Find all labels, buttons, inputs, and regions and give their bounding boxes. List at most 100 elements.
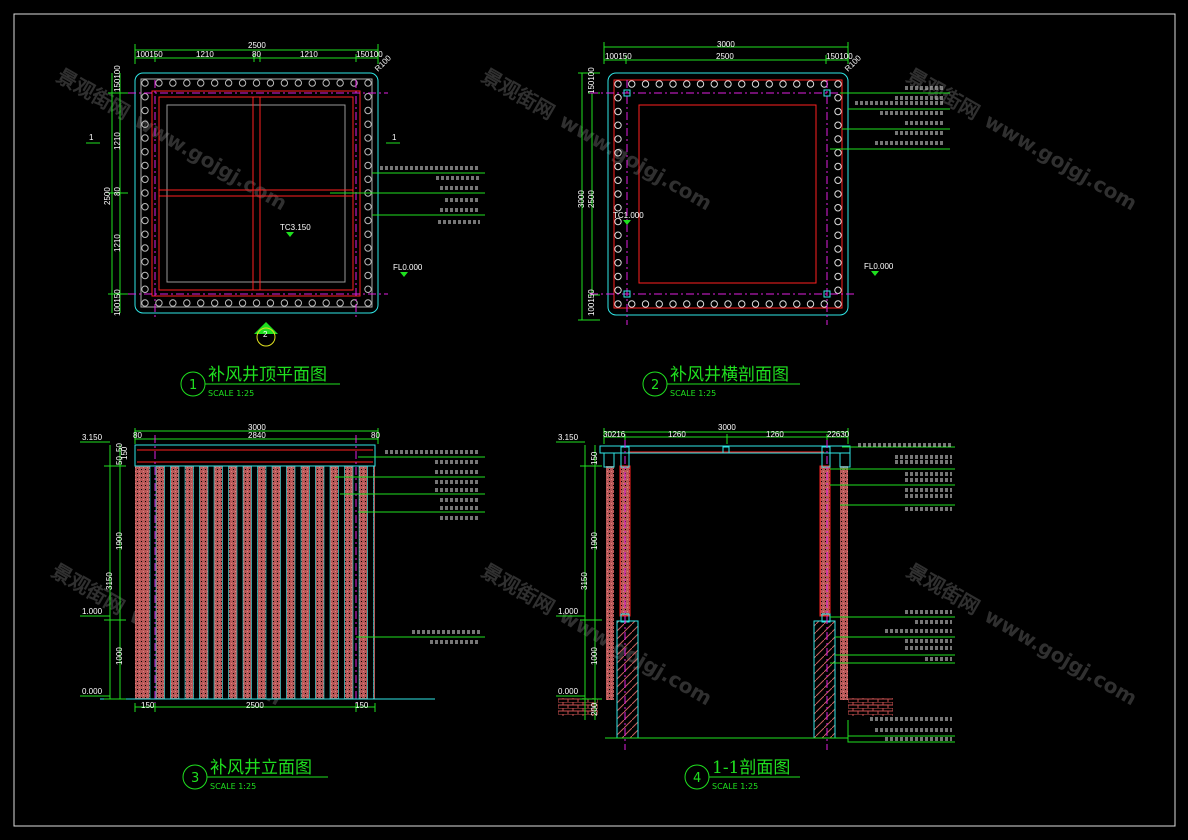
svg-text:80: 80 (133, 431, 142, 440)
perimeter-post (738, 80, 746, 88)
perimeter-post (614, 176, 622, 184)
svg-text:SCALE 1:25: SCALE 1:25 (210, 782, 256, 791)
perimeter-post (141, 299, 149, 307)
svg-text:景观街网: 景观街网 (478, 559, 559, 620)
perimeter-post (308, 79, 316, 87)
perimeter-post (141, 175, 149, 183)
perimeter-post (364, 79, 372, 87)
svg-text:1900: 1900 (590, 532, 599, 550)
svg-text:50: 50 (115, 443, 124, 452)
perimeter-post (336, 79, 344, 87)
svg-text:2500: 2500 (716, 52, 734, 61)
louver-gap (251, 465, 258, 700)
perimeter-post (696, 300, 705, 308)
perimeter-post (669, 300, 677, 308)
svg-text:3000: 3000 (717, 40, 735, 49)
perimeter-post (364, 244, 372, 252)
perimeter-post (294, 79, 303, 87)
svg-text:补风井顶平面图: 补风井顶平面图 (208, 365, 327, 385)
perimeter-post (169, 299, 177, 307)
perimeter-post (806, 80, 815, 88)
perimeter-post (738, 300, 746, 308)
svg-text:3150: 3150 (105, 572, 114, 590)
svg-text:补风井横剖面图: 补风井横剖面图 (670, 365, 789, 385)
perimeter-post (141, 93, 149, 101)
perimeter-post (793, 80, 801, 88)
svg-text:1.000: 1.000 (558, 607, 579, 616)
perimeter-post (364, 216, 372, 225)
perimeter-post (238, 299, 247, 307)
perimeter-post (266, 79, 275, 87)
perimeter-post (710, 300, 718, 308)
perimeter-post (364, 134, 372, 142)
perimeter-post (820, 300, 828, 308)
svg-text:1210: 1210 (113, 132, 122, 150)
svg-text:3000: 3000 (248, 423, 266, 432)
perimeter-post (141, 161, 149, 170)
perimeter-post (765, 80, 773, 88)
svg-text:1: 1 (89, 133, 94, 142)
perimeter-post (364, 271, 372, 280)
perimeter-post (834, 162, 842, 171)
svg-text:150100: 150100 (587, 67, 596, 94)
perimeter-post (683, 80, 691, 88)
svg-text:30216: 30216 (603, 430, 626, 439)
svg-text:150: 150 (355, 701, 369, 710)
perimeter-post (197, 79, 205, 87)
svg-text:3150: 3150 (580, 572, 589, 590)
svg-text:TC1.000: TC1.000 (613, 211, 644, 220)
svg-text:SCALE 1:25: SCALE 1:25 (712, 782, 758, 791)
perimeter-post (683, 300, 691, 308)
svg-text:SCALE 1:25: SCALE 1:25 (208, 389, 254, 398)
perimeter-post (614, 149, 622, 157)
perimeter-post (364, 299, 372, 307)
louver-gap (280, 465, 287, 700)
svg-text:3000: 3000 (577, 190, 586, 208)
perimeter-post (141, 189, 149, 197)
svg-text:1210: 1210 (196, 50, 214, 59)
perimeter-post (336, 299, 344, 307)
svg-text:景观街网: 景观街网 (903, 559, 984, 620)
svg-text:0.000: 0.000 (558, 687, 579, 696)
svg-text:FL0.000: FL0.000 (864, 262, 894, 271)
svg-text:200: 200 (590, 702, 599, 716)
svg-text:www.gojgj.com: www.gojgj.com (980, 604, 1141, 711)
perimeter-post (614, 231, 622, 239)
perimeter-post (614, 245, 622, 253)
svg-text:2: 2 (651, 378, 659, 393)
svg-text:1000: 1000 (115, 647, 124, 665)
perimeter-post (820, 80, 828, 88)
perimeter-post (350, 299, 358, 307)
perimeter-post (197, 299, 205, 307)
drawing-roof-plan: 2500 100150 1210 80 1210 150100 R100 250… (86, 41, 485, 398)
perimeter-post (364, 175, 372, 183)
perimeter-post (779, 80, 787, 88)
perimeter-post (834, 204, 842, 212)
perimeter-post (655, 80, 663, 88)
perimeter-post (628, 300, 636, 308)
louver-gap (323, 465, 331, 700)
perimeter-post (834, 135, 842, 143)
perimeter-post (141, 134, 149, 142)
louver-gap (265, 465, 273, 700)
svg-text:100150: 100150 (136, 50, 163, 59)
perimeter-post (155, 299, 163, 307)
perimeter-post (252, 299, 261, 307)
louver-gap (294, 465, 302, 700)
svg-text:2500: 2500 (248, 41, 266, 50)
perimeter-post (834, 107, 842, 116)
svg-text:4: 4 (693, 771, 701, 786)
svg-text:FL0.000: FL0.000 (393, 263, 423, 272)
svg-text:3000: 3000 (718, 423, 736, 432)
perimeter-post (614, 162, 622, 171)
perimeter-post (364, 161, 372, 170)
perimeter-post (724, 80, 732, 88)
perimeter-post (210, 79, 219, 87)
drawing-cross-section-plan: 3000 100150 2500 150100 R100 3000 2500 1… (577, 40, 950, 398)
perimeter-post (724, 300, 732, 308)
louver-gap (193, 465, 200, 700)
perimeter-post (141, 79, 149, 87)
perimeter-post (834, 190, 842, 198)
svg-text:3: 3 (191, 771, 199, 786)
